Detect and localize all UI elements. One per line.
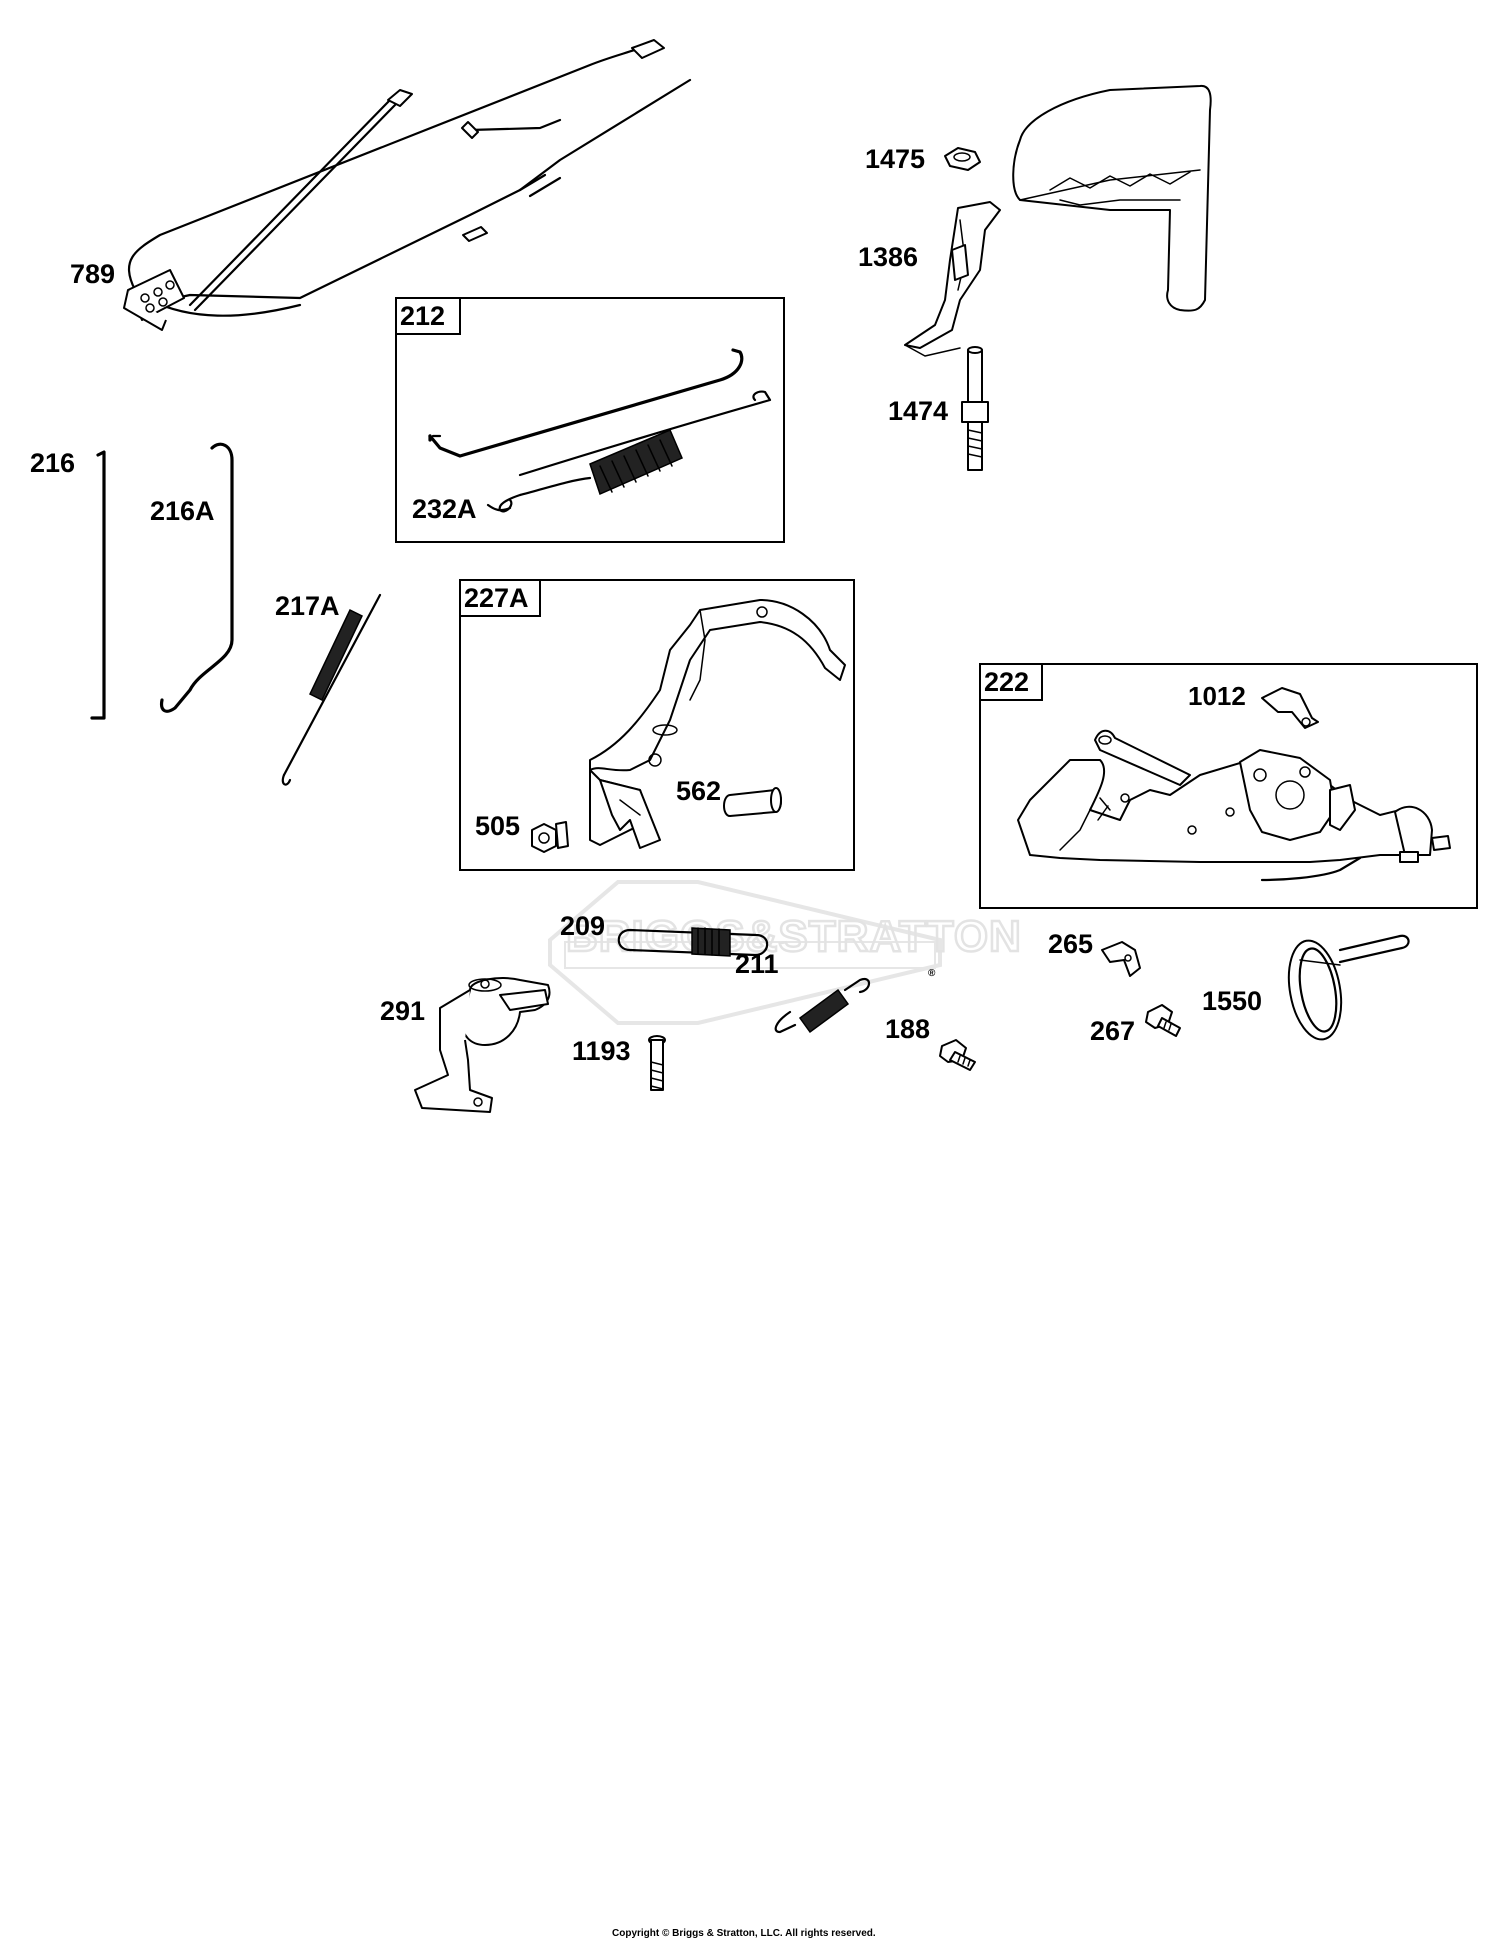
part-216-rod[interactable]: 216: [30, 448, 106, 720]
watermark-registered-mark: ®: [928, 968, 936, 979]
label-1386: 1386: [858, 242, 918, 272]
label-1475: 1475: [865, 144, 925, 174]
label-1193: 1193: [572, 1036, 631, 1066]
part-1474-stud[interactable]: 1474: [888, 346, 989, 471]
label-232A: 232A: [412, 494, 477, 524]
part-216A-bent-rod[interactable]: 216A: [150, 442, 234, 713]
part-1475-nut[interactable]: 1475: [865, 144, 981, 174]
part-222-control-box[interactable]: 222 1012: [979, 663, 1478, 909]
label-505: 505: [475, 811, 520, 841]
watermark-text: BRIGGS&STRATTON: [566, 912, 1022, 961]
part-212-assembly-box[interactable]: 212 232A: [395, 297, 785, 543]
part-217A-spring-rod[interactable]: 217A: [275, 591, 382, 786]
label-209: 209: [560, 911, 605, 941]
label-216A: 216A: [150, 496, 215, 526]
part-1386-shroud[interactable]: 1386: [858, 84, 1212, 357]
part-267-screw[interactable]: 267: [1090, 1004, 1181, 1046]
briggs-stratton-watermark: BRIGGS&STRATTON ®: [548, 880, 1022, 1025]
part-789-wire-harness[interactable]: 789: [70, 39, 692, 331]
part-1550-spring[interactable]: 1550: [1202, 934, 1410, 1044]
label-1012: 1012: [1188, 681, 1246, 711]
label-188: 188: [885, 1014, 930, 1044]
label-212: 212: [400, 301, 445, 331]
part-188-screw[interactable]: 188: [885, 1014, 976, 1071]
part-265-clip[interactable]: 265: [1048, 929, 1141, 977]
label-227A: 227A: [464, 583, 529, 613]
part-209-spring[interactable]: 209: [560, 911, 769, 957]
label-562: 562: [676, 776, 721, 806]
part-1193-screw[interactable]: 1193: [572, 1035, 666, 1091]
label-1550: 1550: [1202, 986, 1262, 1016]
label-211: 211: [735, 949, 779, 979]
part-211-spring[interactable]: 211: [735, 949, 871, 1034]
label-216: 216: [30, 448, 75, 478]
label-1474: 1474: [888, 396, 948, 426]
label-217A: 217A: [275, 591, 340, 621]
label-222: 222: [984, 667, 1029, 697]
part-291-governor-lever[interactable]: 291: [380, 977, 551, 1113]
label-267: 267: [1090, 1016, 1135, 1046]
label-789: 789: [70, 259, 115, 289]
label-265: 265: [1048, 929, 1093, 959]
label-291: 291: [380, 996, 425, 1026]
copyright-footer: Copyright © Briggs & Stratton, LLC. All …: [612, 1928, 876, 1939]
part-227A-bracket-box[interactable]: 227A 562 505: [459, 579, 855, 871]
